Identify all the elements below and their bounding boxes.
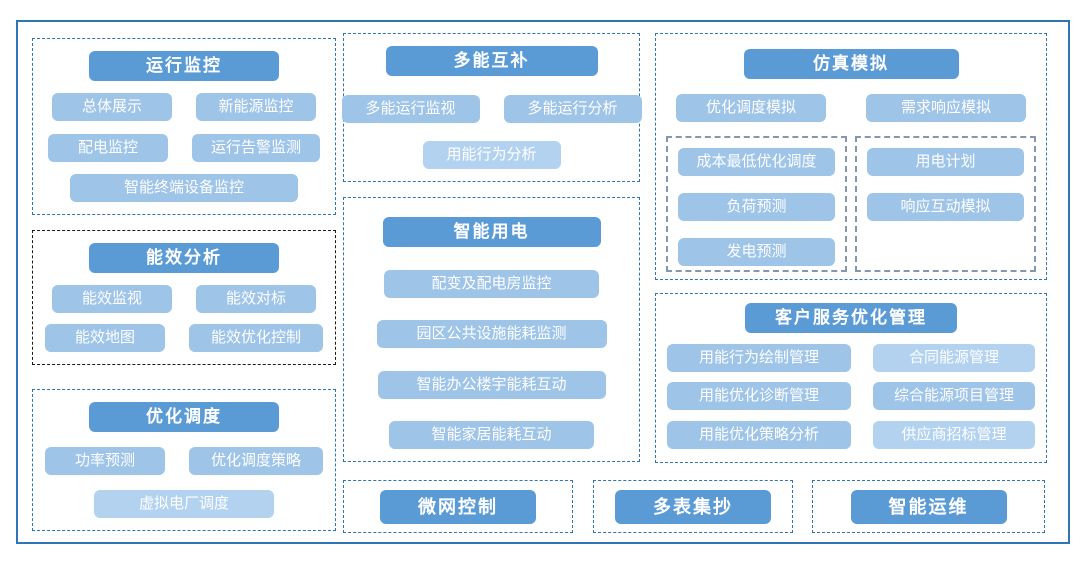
header-optimal-dispatch: 优化调度 — [89, 402, 279, 432]
item-least-cost-optimal-dispatch: 成本最低优化调度 — [678, 148, 835, 176]
row: 用能优化诊断管理 综合能源项目管理 — [656, 382, 1046, 411]
item-load-forecast: 负荷预测 — [678, 193, 835, 221]
row: 智能办公楼宇能耗互动 — [344, 370, 639, 399]
item-distribution-transformer-room-monitoring: 配变及配电房监控 — [384, 269, 599, 298]
item-generation-forecast: 发电预测 — [678, 238, 835, 266]
group-multi-energy-complementation: 多能互补 多能运行监视 多能运行分析 用能行为分析 — [341, 33, 642, 182]
group-operation-monitoring: 运行监控 总体展示 新能源监控 配电监控 运行告警监测 智能终端设备监控 — [32, 38, 336, 215]
header-energy-efficiency-analysis: 能效分析 — [89, 243, 279, 273]
simulation-subgroups: 成本最低优化调度 负荷预测 发电预测 用电计划 响应互动模拟 — [656, 136, 1046, 272]
row: 多能运行监视 多能运行分析 — [341, 94, 642, 123]
item-energy-optimization-strategy-analysis: 用能优化策略分析 — [667, 420, 851, 449]
group-smart-power-use: 智能用电 配变及配电房监控 园区公共设施能耗监测 智能办公楼宇能耗互动 智能家居… — [343, 197, 640, 462]
subgroup-power-plan-response: 用电计划 响应互动模拟 — [855, 136, 1036, 272]
item-response-interaction-simulation: 响应互动模拟 — [867, 193, 1024, 221]
item-smart-home-energy-interaction: 智能家居能耗互动 — [389, 421, 594, 449]
item-demand-response-simulation: 需求响应模拟 — [866, 93, 1026, 122]
item-virtual-power-plant-dispatch: 虚拟电厂调度 — [94, 490, 274, 518]
group-simulation: 仿真模拟 优化调度模拟 需求响应模拟 成本最低优化调度 负荷预测 发电预测 用电… — [655, 33, 1047, 280]
row: 用能行为绘制管理 合同能源管理 — [656, 343, 1046, 372]
item-energy-use-behavior-mapping-management: 用能行为绘制管理 — [667, 343, 851, 372]
row: 园区公共设施能耗监测 — [344, 320, 639, 348]
item-energy-efficiency-monitoring: 能效监视 — [52, 284, 172, 313]
row: 智能家居能耗互动 — [344, 421, 639, 449]
group-energy-efficiency-analysis: 能效分析 能效监视 能效对标 能效地图 能效优化控制 — [32, 230, 336, 365]
header-microgrid-control: 微网控制 — [380, 489, 536, 524]
header-smart-operation-maintenance: 智能运维 — [850, 489, 1007, 524]
item-supplier-bidding-management: 供应商招标管理 — [873, 420, 1035, 449]
row: 能效监视 能效对标 — [33, 284, 335, 313]
item-energy-optimization-diagnosis-management: 用能优化诊断管理 — [667, 382, 851, 411]
group-smart-operation-maintenance: 智能运维 — [812, 480, 1045, 533]
outer-frame — [16, 20, 1070, 544]
item-power-distribution-monitoring: 配电监控 — [48, 133, 168, 162]
item-power-forecast: 功率预测 — [45, 447, 165, 475]
header-operation-monitoring: 运行监控 — [89, 51, 279, 81]
item-smart-terminal-device-monitoring: 智能终端设备监控 — [70, 173, 298, 202]
item-optimal-dispatch-strategy: 优化调度策略 — [189, 447, 323, 475]
row: 配变及配电房监控 — [344, 269, 639, 298]
item-operation-alarm-monitoring: 运行告警监测 — [192, 133, 320, 162]
item-energy-efficiency-map: 能效地图 — [45, 324, 165, 352]
group-multi-meter-reading: 多表集抄 — [593, 480, 793, 533]
item-energy-efficiency-benchmarking: 能效对标 — [196, 284, 316, 313]
row: 配电监控 运行告警监测 — [33, 133, 335, 162]
item-smart-office-building-energy-interaction: 智能办公楼宇能耗互动 — [377, 370, 606, 399]
header-simulation: 仿真模拟 — [743, 49, 959, 79]
item-contract-energy-management: 合同能源管理 — [873, 343, 1035, 372]
subgroup-dispatch-forecast: 成本最低优化调度 负荷预测 发电预测 — [666, 136, 847, 272]
row: 总体展示 新能源监控 — [33, 93, 335, 122]
item-energy-use-behavior-analysis: 用能行为分析 — [422, 141, 561, 169]
group-customer-service-optimization: 客户服务优化管理 用能行为绘制管理 合同能源管理 用能优化诊断管理 综合能源项目… — [655, 293, 1047, 463]
item-optimal-dispatch-simulation: 优化调度模拟 — [676, 93, 826, 122]
item-overall-display: 总体展示 — [52, 93, 172, 122]
row: 用能行为分析 — [344, 141, 639, 169]
item-multi-energy-operation-monitoring: 多能运行监视 — [341, 94, 480, 123]
row: 用能优化策略分析 供应商招标管理 — [656, 420, 1046, 449]
group-optimal-dispatch: 优化调度 功率预测 优化调度策略 虚拟电厂调度 — [32, 389, 336, 531]
header-smart-power-use: 智能用电 — [382, 217, 601, 247]
item-integrated-energy-project-management: 综合能源项目管理 — [873, 382, 1035, 411]
row: 优化调度模拟 需求响应模拟 — [656, 93, 1046, 122]
item-new-energy-monitoring: 新能源监控 — [196, 93, 316, 122]
item-park-public-facility-energy-monitoring: 园区公共设施能耗监测 — [376, 320, 607, 348]
item-multi-energy-operation-analysis: 多能运行分析 — [503, 94, 642, 123]
row: 能效地图 能效优化控制 — [33, 324, 335, 352]
group-microgrid-control: 微网控制 — [343, 480, 573, 533]
item-power-use-plan: 用电计划 — [867, 148, 1024, 176]
item-energy-efficiency-optimization-control: 能效优化控制 — [189, 324, 323, 352]
header-multi-energy-complementation: 多能互补 — [385, 46, 598, 76]
row: 智能终端设备监控 — [33, 173, 335, 202]
header-customer-service-optimization: 客户服务优化管理 — [745, 303, 957, 333]
row: 虚拟电厂调度 — [33, 490, 335, 518]
header-multi-meter-reading: 多表集抄 — [615, 489, 771, 524]
row: 功率预测 优化调度策略 — [33, 447, 335, 475]
